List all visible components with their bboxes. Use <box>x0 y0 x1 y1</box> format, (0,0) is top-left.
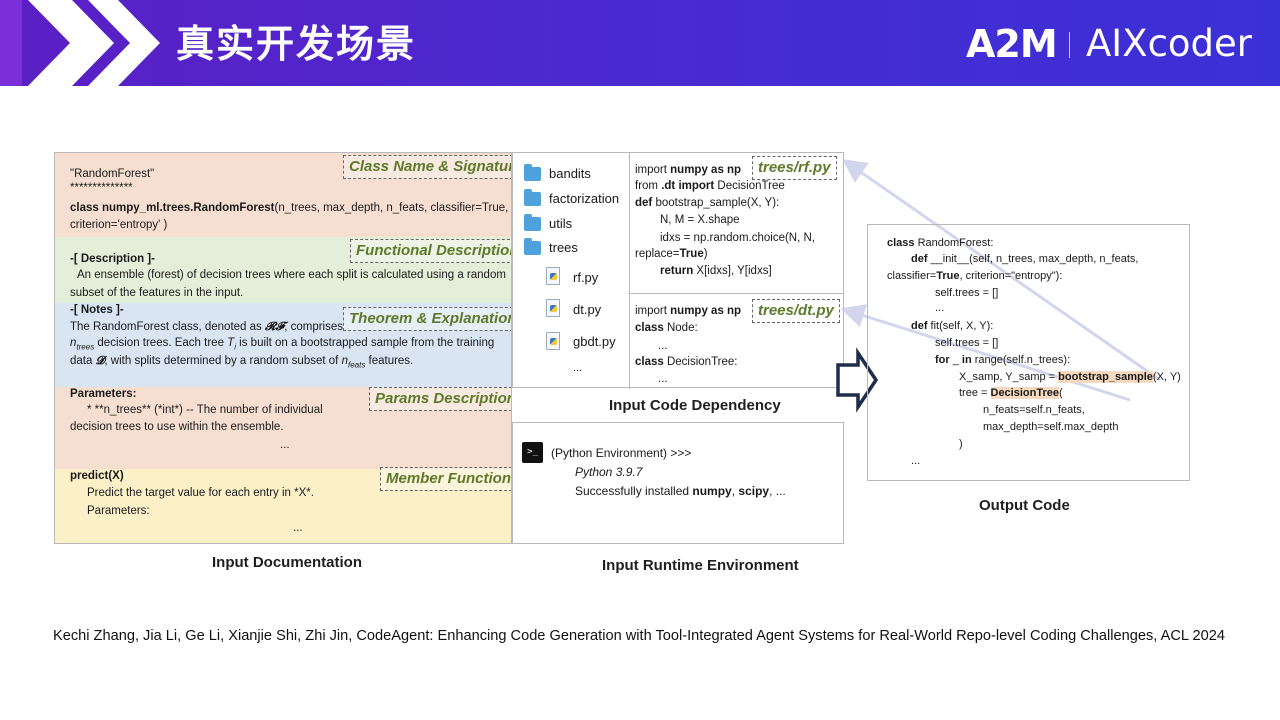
member-function-section: predict(X) Predict the target value for … <box>55 467 511 543</box>
dt-line-2: class Node: <box>635 322 698 334</box>
out-line-11: n_feats=self.n_feats, <box>983 404 1085 416</box>
rf-line-5: idxs = np.random.choice(N, N, <box>660 232 815 244</box>
rf-line-6: replace=True) <box>635 248 708 260</box>
doc-class-name: "RandomForest" <box>70 168 155 180</box>
file-dt: dt.py <box>573 302 602 317</box>
doc-notes-head: -[ Notes ]- <box>70 304 124 316</box>
terminal-icon: >_ <box>522 442 543 463</box>
out-line-13: ) <box>959 438 963 450</box>
rf-line-7: return X[idxs], Y[idxs] <box>660 265 772 277</box>
class-signature-section: "RandomForest" ************** class nump… <box>55 153 511 237</box>
out-line-12: max_depth=self.max_depth <box>983 421 1119 433</box>
rf-line-4: N, M = X.shape <box>660 214 740 226</box>
folder-icon <box>524 189 541 206</box>
output-code-panel: class RandomForest: def __init__(self, n… <box>867 224 1190 481</box>
dt-line-3: ... <box>658 340 668 352</box>
out-line-10: tree = DecisionTree( <box>959 387 1063 399</box>
doc-description-l2: subset of the features in the input. <box>70 287 244 299</box>
doc-params-l1: * **n_trees** (*int*) -- The number of i… <box>87 404 323 416</box>
out-line-2: def __init__(self, n_trees, max_depth, n… <box>911 253 1139 265</box>
tag-member-function: Member Function <box>380 467 511 491</box>
runtime-line-1: (Python Environment) >>> <box>551 446 692 460</box>
out-line-3: classifier=True, criterion="entropy"): <box>887 270 1063 282</box>
doc-class-signature: class numpy_ml.trees.RandomForest(n_tree… <box>70 202 509 214</box>
tag-theorem-explanation: Theorem & Explanation <box>343 307 511 331</box>
runtime-line-2: Python 3.9.7 <box>575 465 643 479</box>
python-file-icon <box>546 299 560 317</box>
tag-functional-description: Functional Description <box>350 239 511 263</box>
rf-code: import numpy as np from .dt import Decis… <box>630 153 844 294</box>
out-line-9: X_samp, Y_samp = bootstrap_sample(X, Y) <box>959 371 1181 383</box>
slide-header: 真实开发场景 A2M AIXcoder <box>0 0 1280 86</box>
runtime-panel: >_ (Python Environment) >>> Python 3.9.7… <box>512 422 844 544</box>
functional-description-section: -[ Description ]- An ensemble (forest) o… <box>55 237 511 303</box>
doc-params-head: Parameters: <box>70 388 137 400</box>
doc-member-l1: Predict the target value for each entry … <box>87 487 314 499</box>
folder-icon <box>524 214 541 231</box>
logo-divider <box>1069 32 1070 58</box>
folder-icon <box>524 238 541 255</box>
python-file-icon <box>546 332 560 350</box>
out-line-4: self.trees = [] <box>935 287 999 299</box>
out-line-5: ... <box>935 302 945 314</box>
rf-line-3: def bootstrap_sample(X, Y): <box>635 197 780 209</box>
caption-input-runtime: Input Runtime Environment <box>602 557 799 574</box>
python-file-icon <box>546 267 560 285</box>
out-line-8: for _ in range(self.n_trees): <box>935 354 1071 366</box>
out-line-14: ... <box>911 455 921 467</box>
arrow-to-rf <box>842 159 1161 382</box>
theorem-section: -[ Notes ]- The RandomForest class, deno… <box>55 303 511 387</box>
tag-class-signature: Class Name & Signature <box>343 155 511 179</box>
runtime-line-3: Successfully installed numpy, scipy, ... <box>575 484 786 498</box>
folder-trees: trees <box>549 240 578 255</box>
tag-dt-file: trees/dt.py <box>752 299 840 323</box>
file-tree: bandits factorization utils trees rf.py … <box>513 153 630 389</box>
slide-title: 真实开发场景 <box>176 22 417 66</box>
folder-factorization: factorization <box>549 191 620 206</box>
doc-description-head: -[ Description ]- <box>70 253 155 265</box>
out-line-1: class RandomForest: <box>887 237 994 249</box>
doc-params-ellipsis: ... <box>280 439 290 451</box>
aixcoder-logo: AIXcoder <box>1086 22 1253 65</box>
out-line-6: def fit(self, X, Y): <box>911 320 994 332</box>
tag-params-description: Params Description <box>369 387 511 411</box>
out-line-7: self.trees = [] <box>935 337 999 349</box>
input-documentation-panel: "RandomForest" ************** class nump… <box>54 152 512 544</box>
caption-input-code-dependency: Input Code Dependency <box>609 397 781 414</box>
doc-notes-l2: ntrees decision trees. Each tree Ti is b… <box>70 337 495 352</box>
dt-line-4: class DecisionTree: <box>635 356 738 368</box>
doc-notes-l3: data 𝓓, with splits determined by a rand… <box>70 353 414 370</box>
doc-member-ellipsis: ... <box>293 522 303 534</box>
a2m-logo: A2M <box>966 22 1058 66</box>
reference-citation: Kechi Zhang, Jia Li, Ge Li, Xianjie Shi,… <box>53 628 1225 644</box>
doc-class-stars: ************** <box>70 182 133 194</box>
doc-class-signature-cont: criterion='entropy' ) <box>70 219 168 231</box>
chevron-decoration <box>0 0 160 86</box>
doc-member-head: predict(X) <box>70 470 124 482</box>
folder-icon <box>524 164 541 181</box>
arrow-to-dt <box>840 304 1131 402</box>
dt-line-5: ... <box>658 373 668 385</box>
file-gbdt: gbdt.py <box>573 334 616 349</box>
dt-line-1: import numpy as np <box>635 305 742 317</box>
doc-notes-l1: The RandomForest class, denoted as 𝓡𝓕, c… <box>70 319 343 333</box>
file-rf: rf.py <box>573 270 599 285</box>
rf-line-2: from .dt import DecisionTree <box>635 180 785 192</box>
doc-params-l2: decision trees to use within the ensembl… <box>70 421 284 433</box>
file-more: ... <box>573 362 583 374</box>
doc-description-l1: An ensemble (forest) of decision trees w… <box>77 269 506 281</box>
doc-member-l2: Parameters: <box>87 505 150 517</box>
rf-line-1: import numpy as np <box>635 164 742 176</box>
flow-arrows <box>836 159 1161 413</box>
params-section: Parameters: * **n_trees** (*int*) -- The… <box>55 387 511 469</box>
caption-output-code: Output Code <box>979 497 1070 514</box>
code-dependency-panel: bandits factorization utils trees rf.py … <box>512 152 844 389</box>
dt-code: import numpy as np class Node: ... class… <box>630 294 844 388</box>
caption-input-documentation: Input Documentation <box>212 554 362 571</box>
folder-bandits: bandits <box>549 166 591 181</box>
tag-rf-file: trees/rf.py <box>752 156 837 180</box>
folder-utils: utils <box>549 216 573 231</box>
